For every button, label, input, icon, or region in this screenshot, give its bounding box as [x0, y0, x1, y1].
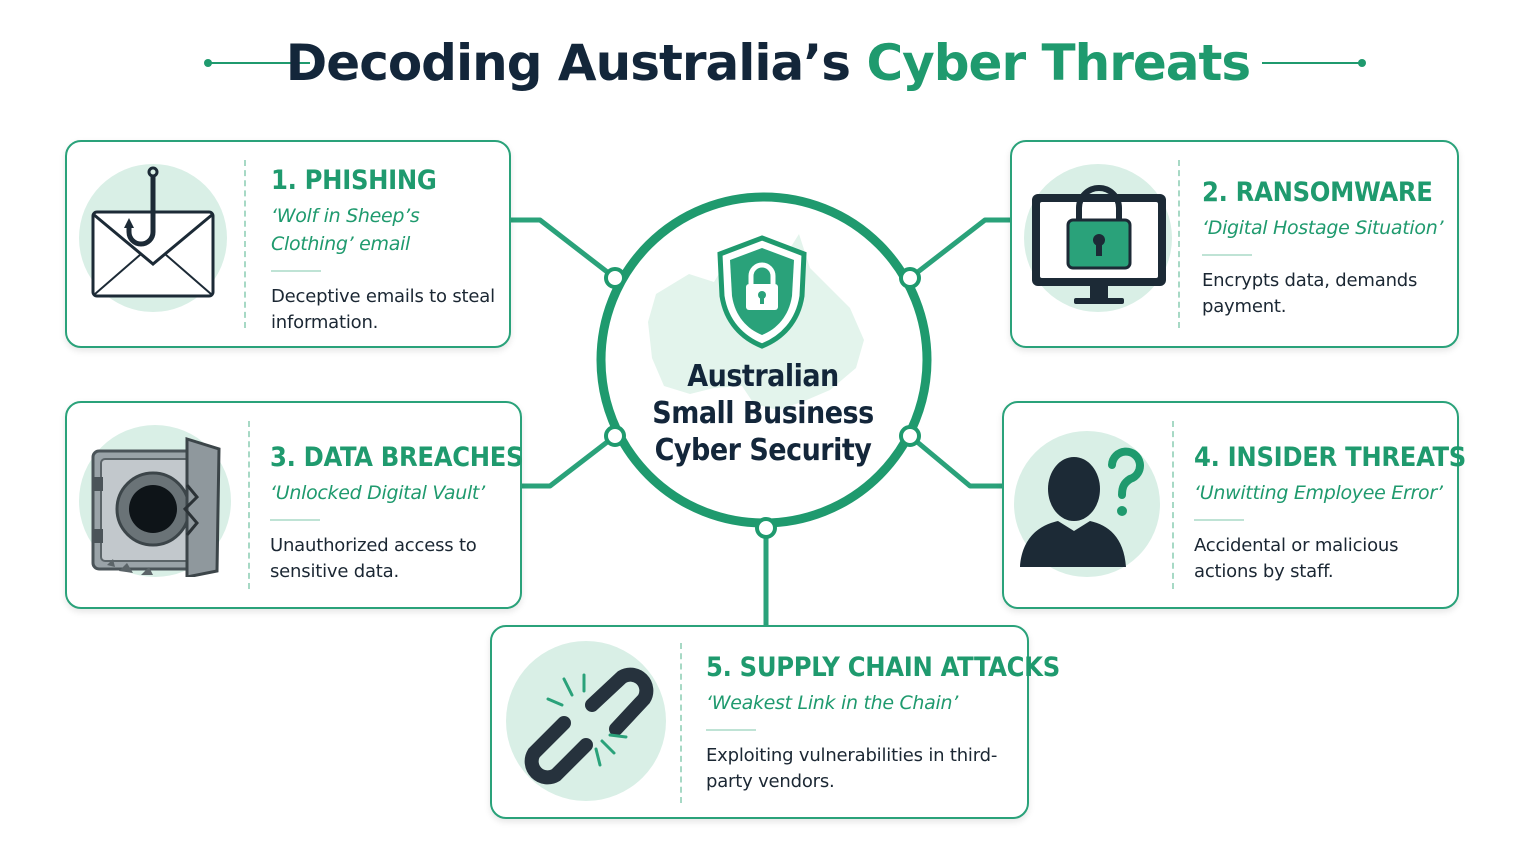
- icon-bubble: [1014, 431, 1160, 577]
- broken-vault-icon: [91, 436, 221, 577]
- threat-card-phishing: 1. PHISHING ‘Wolf in Sheep’s Clothing’ e…: [65, 140, 511, 348]
- icon-bubble: [79, 164, 227, 312]
- card-heading: 5. SUPPLY CHAIN ATTACKS: [706, 652, 1060, 683]
- card-subtitle: ‘Unlocked Digital Vault’: [270, 482, 485, 504]
- threat-card-supply-chain: 5. SUPPLY CHAIN ATTACKS ‘Weakest Link in…: [490, 625, 1060, 819]
- card-text: 1. PHISHING ‘Wolf in Sheep’s Clothing’ e…: [271, 164, 501, 336]
- person-question-icon: [1020, 447, 1144, 567]
- card-description: Exploiting vulnerabilities in third-part…: [706, 745, 998, 792]
- card-subtitle: ‘Weakest Link in the Chain’: [706, 692, 958, 714]
- page-title: Decoding Australia’s Cyber Threats: [0, 28, 1536, 98]
- card-description: Encrypts data, demands payment.: [1202, 270, 1418, 317]
- card-text: 3. DATA BREACHES ‘Unlocked Digital Vault…: [270, 441, 524, 585]
- threat-card-ransomware: 2. RANSOMWARE ‘Digital Hostage Situation…: [1010, 140, 1459, 348]
- card-divider: [244, 160, 246, 328]
- card-subtitle: ‘Wolf in Sheep’s Clothing’ email: [271, 205, 420, 255]
- center-line-1: Australian: [687, 359, 839, 394]
- title-rule-left: [204, 59, 310, 67]
- icon-bubble: [79, 425, 231, 577]
- card-heading: 4. INSIDER THREATS: [1194, 442, 1466, 473]
- card-divider: [1172, 421, 1174, 589]
- card-mini-rule: [1194, 519, 1244, 521]
- icon-bubble: [1024, 164, 1172, 312]
- envelope-hook-icon: [91, 166, 215, 298]
- card-heading: 1. PHISHING: [271, 165, 437, 196]
- card-mini-rule: [271, 270, 321, 272]
- card-description: Deceptive emails to steal information.: [271, 286, 495, 333]
- shield-lock-icon: [717, 235, 807, 349]
- card-divider: [248, 421, 250, 589]
- card-text: 5. SUPPLY CHAIN ATTACKS ‘Weakest Link in…: [706, 651, 1060, 795]
- title-rule-right: [1262, 59, 1366, 67]
- card-heading: 2. RANSOMWARE: [1202, 177, 1433, 208]
- threat-card-insider-threats: 4. INSIDER THREATS ‘Unwitting Employee E…: [1002, 401, 1466, 609]
- center-line-3: Cyber Security: [654, 433, 872, 468]
- card-subtitle: ‘Unwitting Employee Error’: [1194, 482, 1443, 504]
- broken-chain-icon: [524, 667, 654, 785]
- title-main: Decoding Australia’s: [285, 34, 851, 92]
- icon-bubble: [506, 641, 666, 801]
- card-description: Unauthorized access to sensitive data.: [270, 535, 477, 582]
- card-divider: [680, 643, 682, 803]
- card-subtitle: ‘Digital Hostage Situation’: [1202, 217, 1444, 239]
- center-label: Australian Small Business Cyber Security: [620, 358, 906, 469]
- card-text: 4. INSIDER THREATS ‘Unwitting Employee E…: [1194, 441, 1466, 585]
- card-mini-rule: [270, 519, 320, 521]
- center-hub: [594, 190, 934, 530]
- card-heading: 3. DATA BREACHES: [270, 442, 524, 473]
- title-accent: Cyber Threats: [866, 34, 1251, 92]
- card-text: 2. RANSOMWARE ‘Digital Hostage Situation…: [1202, 176, 1452, 320]
- card-mini-rule: [706, 729, 756, 731]
- threat-card-data-breaches: 3. DATA BREACHES ‘Unlocked Digital Vault…: [65, 401, 524, 609]
- card-description: Accidental or malicious actions by staff…: [1194, 535, 1399, 582]
- center-line-2: Small Business: [652, 396, 874, 431]
- card-divider: [1178, 160, 1180, 328]
- card-mini-rule: [1202, 254, 1252, 256]
- locked-monitor-icon: [1032, 185, 1166, 304]
